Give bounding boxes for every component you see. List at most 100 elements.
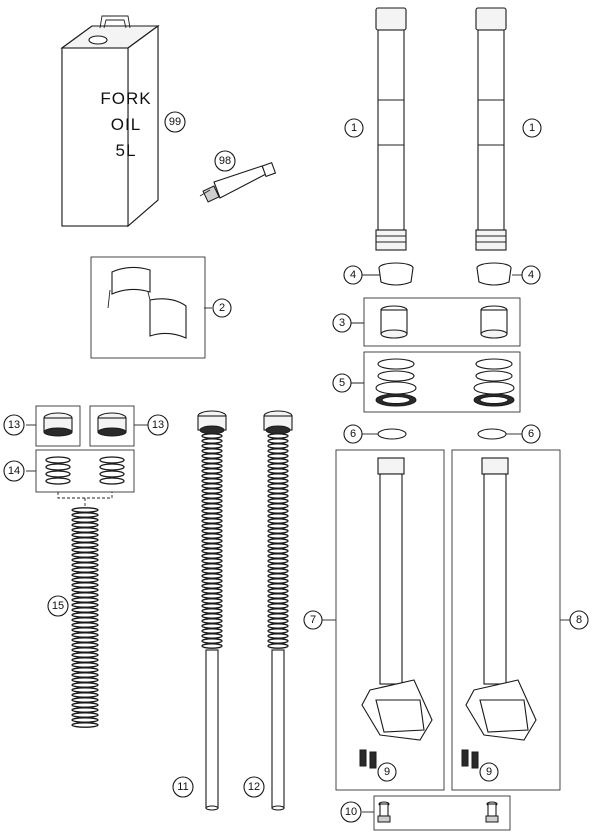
spring-coil — [71, 702, 99, 708]
grease-tube — [199, 161, 277, 203]
spring-coil — [201, 613, 223, 619]
bleed-screw-right — [485, 801, 499, 823]
spring-coil — [267, 578, 289, 584]
spring-coil — [71, 632, 99, 638]
spring-coil — [71, 522, 99, 528]
spring-coil — [267, 563, 289, 569]
spring-coil — [71, 512, 99, 518]
fork-oil-can: FORK OIL 5L — [60, 15, 160, 228]
spring-coil — [201, 463, 223, 469]
callout-3: 3 — [332, 313, 352, 333]
svg-text:6: 6 — [350, 428, 356, 440]
svg-text:13: 13 — [152, 419, 164, 431]
upper-tube-right — [475, 7, 507, 251]
screw-cap-left-box — [35, 405, 81, 447]
spring-coil — [71, 697, 99, 703]
svg-text:99: 99 — [169, 116, 181, 128]
callout-6b: 6 — [521, 424, 541, 444]
callout-98: 98 — [214, 150, 236, 172]
spring-coil — [201, 623, 223, 629]
spring-coil — [201, 458, 223, 464]
spring-coil — [267, 493, 289, 499]
spring-coil — [71, 637, 99, 643]
spring-coil — [71, 657, 99, 663]
spring-coil — [201, 628, 223, 634]
spring-coil — [71, 557, 99, 563]
svg-text:13: 13 — [8, 419, 20, 431]
spring-coil — [201, 438, 223, 444]
spring-coil — [267, 598, 289, 604]
callout-2: 2 — [212, 298, 232, 318]
spring-coil — [267, 518, 289, 524]
fork-guard-ring-right — [476, 262, 512, 286]
spring-coil — [201, 443, 223, 449]
spring-coil — [71, 572, 99, 578]
spring-coil — [267, 573, 289, 579]
screw-cap-right-box — [89, 405, 135, 447]
spring-coil — [201, 528, 223, 534]
callout-9a: 9 — [377, 762, 397, 782]
callout-15: 15 — [47, 595, 69, 617]
spring-coil — [201, 478, 223, 484]
spring-coil — [267, 538, 289, 544]
spring-coil — [267, 488, 289, 494]
callout-5: 5 — [332, 373, 352, 393]
can-label-line3: 5L — [116, 141, 137, 160]
svg-text:15: 15 — [52, 600, 64, 612]
spring-coil — [71, 627, 99, 633]
svg-text:3: 3 — [339, 317, 345, 329]
bushing-right — [480, 305, 508, 339]
bushing-kit-box — [363, 297, 521, 347]
callout-13b: 13 — [147, 414, 169, 436]
callout-8: 8 — [569, 610, 589, 630]
preload-spring-left — [45, 456, 71, 485]
spring-coil — [71, 567, 99, 573]
spring-coil — [201, 618, 223, 624]
spring-coil — [267, 473, 289, 479]
spring-coil — [71, 672, 99, 678]
upper-tube-left — [375, 7, 407, 251]
svg-text:9: 9 — [486, 766, 492, 778]
spring-coil — [267, 633, 289, 639]
spring-coil — [267, 613, 289, 619]
screw-cap-left — [43, 412, 73, 437]
svg-text:12: 12 — [248, 781, 260, 793]
spring-coil — [267, 533, 289, 539]
outer-tube-left — [359, 457, 433, 769]
spring-coil — [201, 603, 223, 609]
spring-coil — [71, 607, 99, 613]
spring-coil — [71, 717, 99, 723]
seal-set-right — [473, 358, 515, 407]
callout-4b: 4 — [521, 265, 541, 285]
spring-coil — [201, 583, 223, 589]
callout-9b: 9 — [479, 762, 499, 782]
spring-coil — [267, 483, 289, 489]
spring-coil — [201, 608, 223, 614]
spring-coil — [201, 588, 223, 594]
spring-coil — [71, 647, 99, 653]
spring-coil — [267, 523, 289, 529]
spring-coil — [267, 548, 289, 554]
retaining-sleeve-box — [90, 256, 206, 359]
spring-coil — [267, 623, 289, 629]
spring-coil — [267, 438, 289, 444]
spring-coil — [201, 598, 223, 604]
spring-coil — [71, 562, 99, 568]
spring-coil — [71, 587, 99, 593]
spring-coil — [71, 507, 99, 513]
spring-coil — [201, 453, 223, 459]
spring-coil — [201, 568, 223, 574]
spring-coil — [201, 538, 223, 544]
seal-kit-box — [363, 351, 521, 413]
bleed-screw-left — [377, 801, 391, 823]
spring-coil — [71, 722, 99, 728]
callout-10: 10 — [340, 801, 362, 823]
spring-coil — [267, 603, 289, 609]
spring-coil — [71, 547, 99, 553]
spring-coil — [267, 463, 289, 469]
spring-coil — [267, 628, 289, 634]
spring-coil — [201, 563, 223, 569]
callout-6a: 6 — [343, 424, 363, 444]
spring-coil — [201, 638, 223, 644]
